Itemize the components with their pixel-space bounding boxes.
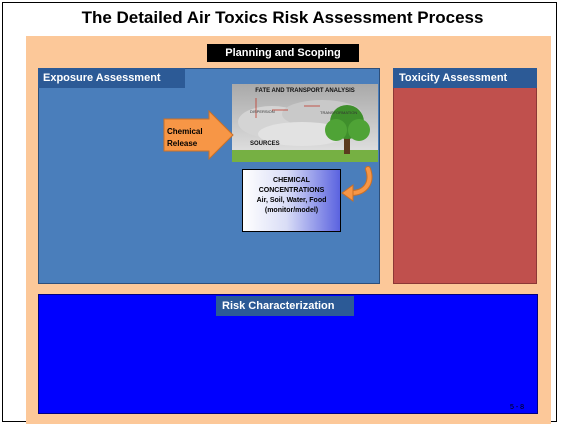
release-line-2: Release xyxy=(167,139,198,148)
concentrations-line-1: CHEMICAL xyxy=(273,177,310,184)
slide-title: The Detailed Air Toxics Risk Assessment … xyxy=(81,8,484,27)
transformation-label: TRANSFORMATION xyxy=(320,110,358,115)
risk-characterization-label: Risk Characterization xyxy=(216,296,354,316)
chemical-release-arrow xyxy=(163,110,234,160)
toxicity-assessment-box xyxy=(393,68,537,284)
toxicity-assessment-label: Toxicity Assessment xyxy=(393,68,537,88)
page-number: 5 - 8 xyxy=(510,404,525,411)
curved-arrow-icon xyxy=(341,166,373,202)
chemical-release-text: Chemical Release xyxy=(167,126,213,150)
planning-scoping-label: Planning and Scoping xyxy=(207,44,359,62)
concentrations-line-4: (monitor/model) xyxy=(264,207,319,214)
concentrations-line-2: CONCENTRATIONS xyxy=(258,187,325,194)
concentrations-line-3: Air, Soil, Water, Food xyxy=(256,197,327,204)
release-line-1: Chemical xyxy=(167,127,203,136)
smoke-tree-illustration xyxy=(232,84,378,162)
sources-label: SOURCES xyxy=(250,141,280,147)
fate-transport-image: FATE AND TRANSPORT ANALYSIS DISPERSION T… xyxy=(232,84,378,162)
exposure-assessment-label: Exposure Assessment xyxy=(38,68,185,88)
dispersion-label: DISPERSION xyxy=(250,109,275,114)
fate-transport-title: FATE AND TRANSPORT ANALYSIS xyxy=(255,88,355,94)
chemical-concentrations-box: CHEMICAL CONCENTRATIONS Air, Soil, Water… xyxy=(242,169,341,232)
